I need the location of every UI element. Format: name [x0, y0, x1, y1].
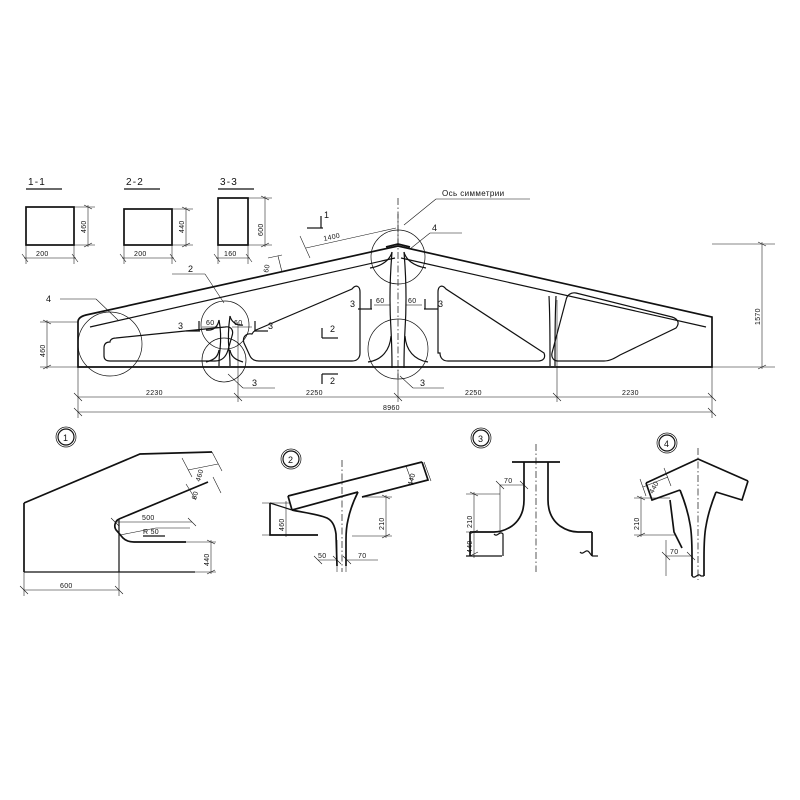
- detail-4-dim-70: 70: [670, 549, 678, 556]
- section-mark-1-label: 1: [324, 210, 330, 220]
- section-mark-3-apex-b-label: 3: [438, 299, 444, 309]
- section-mark-3-left-a: 3: [178, 321, 200, 332]
- section-2-2-width: 200: [134, 251, 147, 258]
- section-2-2: 2-2 440 200: [119, 177, 193, 264]
- detail-4-dim-210: 210: [634, 517, 641, 530]
- section-mark-3-left-b: 3: [254, 321, 274, 332]
- overall-height-dim: 1570: [755, 308, 762, 325]
- chain-dim-3: 2250: [465, 390, 482, 397]
- section-mark-3-apex-b: 3: [424, 299, 444, 310]
- detail-4-dim-440: 440: [649, 481, 661, 495]
- detail-circle-3-left: [201, 337, 247, 383]
- chain-dim-1: 2230: [146, 390, 163, 397]
- section-mark-1: 1: [307, 210, 330, 229]
- web-dim-apex-a: 60: [376, 298, 384, 305]
- detail-3-dim-210: 210: [467, 515, 474, 528]
- detail-1-dim-500: 500: [142, 515, 155, 522]
- web-post-left: [218, 315, 231, 367]
- overall-span-row: 8960: [73, 402, 717, 418]
- truss-outline: [77, 245, 713, 368]
- callout-3-apex: 3: [420, 378, 426, 388]
- callout-3-left: 3: [252, 378, 258, 388]
- callout-2-left: 2: [188, 264, 194, 274]
- section-1-1: 1-1 460 200: [21, 177, 95, 264]
- web-dim-apex-b: 60: [408, 298, 416, 305]
- detail-1-dim-600: 600: [60, 583, 73, 590]
- web-dim-left-a: 60: [206, 320, 214, 327]
- detail-2-dim-210: 210: [379, 517, 386, 530]
- section-mark-2-lower: 2: [321, 373, 338, 386]
- web-post-right: [548, 295, 557, 366]
- detail-1-dim-440: 440: [204, 553, 211, 566]
- section-mark-2-lower-label: 2: [330, 376, 336, 386]
- main-elevation: 4 2 3 4 3 Ось симметрии 1 2: [40, 189, 775, 418]
- detail-2-dim-70: 70: [358, 553, 366, 560]
- detail-circle-2: [200, 300, 250, 350]
- end-depth-dim: 460: [40, 344, 47, 357]
- web-post-apex: [389, 251, 407, 369]
- chain-dim-4: 2230: [622, 390, 639, 397]
- section-mark-2-upper: 2: [321, 324, 338, 339]
- detail-1-dim-radius: R 50: [143, 529, 159, 536]
- detail-3-dim-70: 70: [504, 478, 512, 485]
- section-mark-3-apex-a-label: 3: [350, 299, 356, 309]
- detail-1-balloon: 1: [63, 433, 68, 443]
- section-3-3-height: 600: [258, 223, 265, 236]
- apex-offset-dim: 1400: [323, 233, 341, 243]
- section-3-3: 3-3 600 160: [213, 177, 272, 264]
- section-2-2-height: 440: [179, 220, 186, 233]
- section-mark-3-apex-a: 3: [350, 299, 372, 310]
- section-mark-3-left-b-label: 3: [268, 321, 274, 331]
- detail-2-dim-50: 50: [318, 553, 326, 560]
- symmetry-axis-label: Ось симметрии: [442, 189, 505, 198]
- callout-4-left: 4: [46, 294, 52, 304]
- detail-2-dim-460: 460: [279, 518, 286, 531]
- section-1-1-width: 200: [36, 251, 49, 258]
- chain-dimension-row: 2230 2250 2250 2230: [73, 300, 717, 402]
- chord-thickness-dim: 60: [263, 264, 272, 274]
- web-dim-left-b: 60: [234, 320, 242, 327]
- section-3-3-width: 160: [224, 251, 237, 258]
- detail-3-dim-440: 440: [467, 540, 474, 553]
- detail-1-dim-60: 60: [191, 491, 200, 501]
- section-mark-3-left-a-label: 3: [178, 321, 184, 331]
- detail-3-balloon: 3: [478, 434, 483, 444]
- detail-4-balloon: 4: [664, 439, 669, 449]
- section-1-1-label: 1-1: [28, 177, 46, 188]
- detail-1: 1 500 R 50 440 600 460: [19, 426, 223, 596]
- section-mark-2-upper-label: 2: [330, 324, 336, 334]
- section-3-3-label: 3-3: [220, 177, 238, 188]
- section-1-1-height: 460: [81, 220, 88, 233]
- detail-2: 2 440 210 460 50 70: [262, 448, 432, 572]
- detail-3: 3 70 210 440: [466, 427, 598, 572]
- detail-4: 4 440 210 70: [634, 432, 749, 580]
- detail-2-dim-440: 440: [407, 473, 417, 487]
- section-2-2-label: 2-2: [126, 177, 144, 188]
- chain-dim-2: 2250: [306, 390, 323, 397]
- overall-span-dim: 8960: [383, 405, 400, 412]
- detail-2-balloon: 2: [288, 455, 293, 465]
- detail-1-dim-460: 460: [195, 469, 205, 483]
- callout-4-apex: 4: [432, 223, 438, 233]
